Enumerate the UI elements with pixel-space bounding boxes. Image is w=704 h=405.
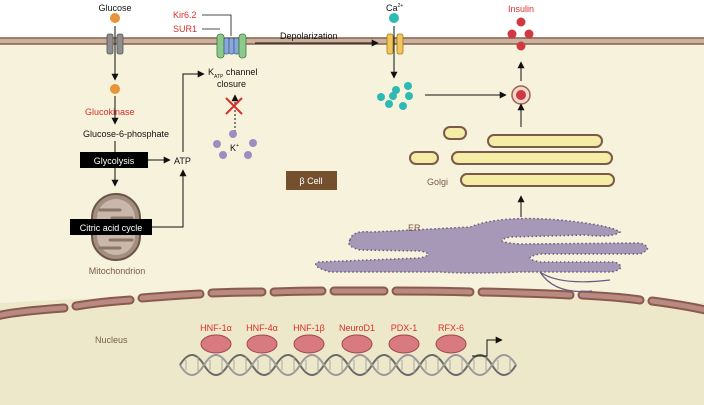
arrow-atp-katp bbox=[182, 70, 205, 152]
golgi-label: Golgi bbox=[427, 177, 448, 187]
tf-label: PDX-1 bbox=[391, 323, 418, 333]
atp-label: ATP bbox=[174, 156, 191, 166]
potassium-ions bbox=[213, 130, 257, 159]
er-label: ER bbox=[408, 223, 421, 233]
glucose-dot bbox=[110, 13, 120, 23]
golgi-apparatus bbox=[409, 126, 615, 187]
glucose-6-phosphate-label: Glucose-6-phosphate bbox=[83, 129, 169, 139]
nuclear-envelope bbox=[0, 286, 704, 320]
glycolysis-label: Glycolysis bbox=[94, 156, 135, 166]
tf-hnf1a: HNF-1α bbox=[200, 323, 232, 354]
tf-label: HNF-4α bbox=[246, 323, 278, 333]
depolarization-label: Depolarization bbox=[280, 31, 338, 41]
endoplasmic-reticulum bbox=[315, 217, 649, 293]
katp-channel bbox=[216, 33, 247, 59]
glucose-label: Glucose bbox=[98, 3, 131, 13]
tf-label: RFX-6 bbox=[438, 323, 464, 333]
sur1-label: SUR1 bbox=[173, 24, 197, 34]
calcium-ions bbox=[377, 82, 413, 110]
tf-neurod1: NeuroD1 bbox=[339, 323, 375, 354]
tf-label: HNF-1α bbox=[200, 323, 232, 333]
transcription-start-arrow bbox=[472, 336, 503, 357]
tf-rfx6: RFX-6 bbox=[435, 323, 467, 354]
tf-hnf4a: HNF-4α bbox=[246, 323, 278, 354]
intracellular-glucose-dot bbox=[110, 84, 120, 94]
calcium-channel bbox=[386, 33, 404, 55]
glucose-transporter bbox=[106, 33, 124, 55]
tf-hnf1b: HNF-1β bbox=[293, 323, 325, 354]
beta-cell-box bbox=[286, 171, 337, 190]
kir62-pointer bbox=[202, 14, 232, 36]
dna-helix bbox=[179, 354, 517, 376]
kir62-label: Kir6.2 bbox=[173, 10, 197, 20]
secreted-insulin-dots bbox=[507, 17, 534, 51]
mitochondrion-label: Mitochondrion bbox=[89, 266, 146, 276]
insulin-label: Insulin bbox=[508, 4, 534, 14]
glycolysis-box bbox=[80, 152, 148, 168]
glucokinase-label: Glucokinase bbox=[85, 107, 135, 117]
closure-label: closure bbox=[217, 79, 246, 89]
arrow-citric-atp bbox=[152, 169, 187, 228]
insulin-granule bbox=[511, 85, 531, 105]
blocked-cross-icon bbox=[225, 97, 243, 115]
citric-acid-cycle-label: Citric acid cycle bbox=[80, 223, 143, 233]
tf-pdx1: PDX-1 bbox=[388, 323, 420, 354]
tf-label: HNF-1β bbox=[293, 323, 325, 333]
katp-channel-label: KATP channel bbox=[208, 67, 257, 80]
k-ion-label: K+ bbox=[230, 143, 239, 153]
calcium-label: Ca2+ bbox=[386, 3, 403, 13]
beta-cell-label: β Cell bbox=[299, 176, 322, 186]
citric-acid-cycle-box bbox=[70, 219, 152, 235]
tf-label: NeuroD1 bbox=[339, 323, 375, 333]
nucleus-label: Nucleus bbox=[95, 335, 128, 345]
calcium-dot bbox=[389, 13, 399, 23]
